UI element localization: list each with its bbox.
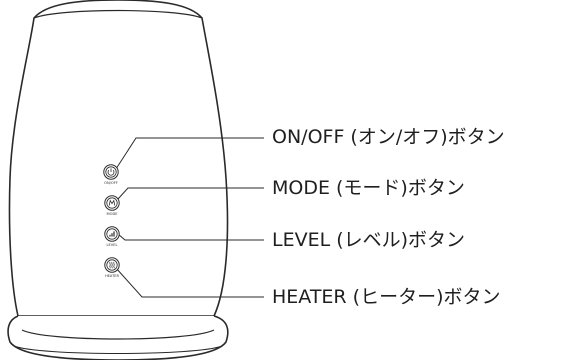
device-body-outline xyxy=(8,0,229,317)
mode-button[interactable]: MODE xyxy=(104,195,120,216)
callout-on-off: ON/OFF (オン/オフ)ボタン xyxy=(272,126,505,148)
on-off-button[interactable]: ON/OFF xyxy=(103,164,119,185)
device-base-bottom-edge xyxy=(13,345,223,354)
level-button-caption: LEVEL xyxy=(106,243,117,247)
level-bars-icon xyxy=(109,231,115,237)
callout-heater: HEATER (ヒーター)ボタン xyxy=(272,286,501,308)
on-off-button-caption: ON/OFF xyxy=(104,181,118,185)
power-icon xyxy=(107,168,115,176)
device-base-band xyxy=(7,315,229,360)
leader-line-level xyxy=(117,233,264,241)
device-base-inner-rim xyxy=(21,329,215,340)
callout-level: LEVEL (レベル)ボタン xyxy=(272,229,466,251)
heater-button-caption: HEATER xyxy=(105,274,120,278)
heat-waves-icon xyxy=(109,261,115,269)
leader-line-on-off xyxy=(113,137,264,173)
mode-icon xyxy=(108,199,116,206)
leader-line-mode xyxy=(117,187,264,200)
mode-button-caption: MODE xyxy=(107,212,119,216)
leader-line-heater xyxy=(115,267,264,298)
device-top-rim xyxy=(33,9,203,19)
callout-mode: MODE (モード)ボタン xyxy=(272,177,465,199)
heater-button[interactable]: HEATER xyxy=(104,257,120,278)
level-button[interactable]: LEVEL xyxy=(104,226,120,247)
